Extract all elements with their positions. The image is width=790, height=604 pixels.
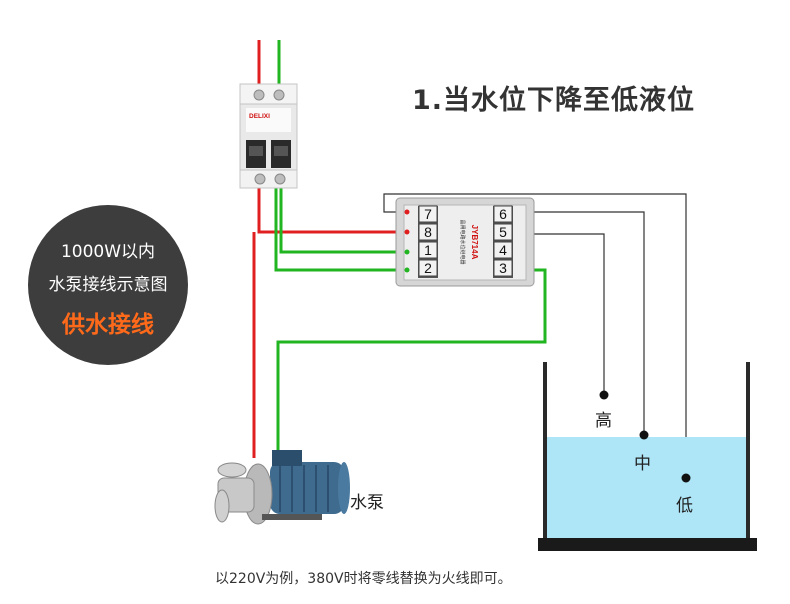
circuit-breaker: DELIXI [239, 83, 298, 189]
probe-mid [639, 430, 649, 440]
terminal-8: 8 [424, 224, 432, 240]
terminal-6: 6 [499, 206, 507, 222]
relay-model: JYB714A [470, 225, 479, 260]
pump-icon [214, 450, 350, 525]
water-tank [538, 362, 757, 551]
footer-note: 以220V为例，380V时将零线替换为火线即可。 [215, 571, 512, 587]
probe-low-label: 低 [676, 496, 693, 516]
relay-module: 7 8 1 2 6 5 4 3 JYB714A 晶闸电路水位继电器 [395, 197, 535, 287]
diagram-badge: 1000W以内 水泵接线示意图 供水接线 [28, 205, 188, 365]
terminal-4: 4 [499, 242, 507, 258]
neutral-wire [274, 40, 547, 458]
probe-mid-label: 中 [634, 454, 651, 474]
terminal-2: 2 [424, 260, 432, 276]
probe-high-label: 高 [595, 411, 612, 431]
live-wire [252, 40, 398, 458]
terminal-3: 3 [499, 260, 507, 276]
terminal-7: 7 [424, 206, 432, 222]
probe-high [599, 390, 609, 400]
probe-wires [383, 193, 687, 478]
breaker-brand: DELIXI [249, 113, 270, 120]
badge-line-1: 1000W以内 [60, 242, 156, 262]
terminal-5: 5 [499, 224, 507, 240]
relay-subtitle: 晶闸电路水位继电器 [459, 219, 466, 264]
page-title: 1.当水位下降至低液位 [412, 85, 696, 116]
probe-low [681, 473, 691, 483]
pump-label: 水泵 [350, 493, 384, 513]
terminal-1: 1 [424, 242, 432, 258]
badge-line-3: 供水接线 [62, 312, 154, 338]
badge-line-2: 水泵接线示意图 [48, 275, 168, 295]
